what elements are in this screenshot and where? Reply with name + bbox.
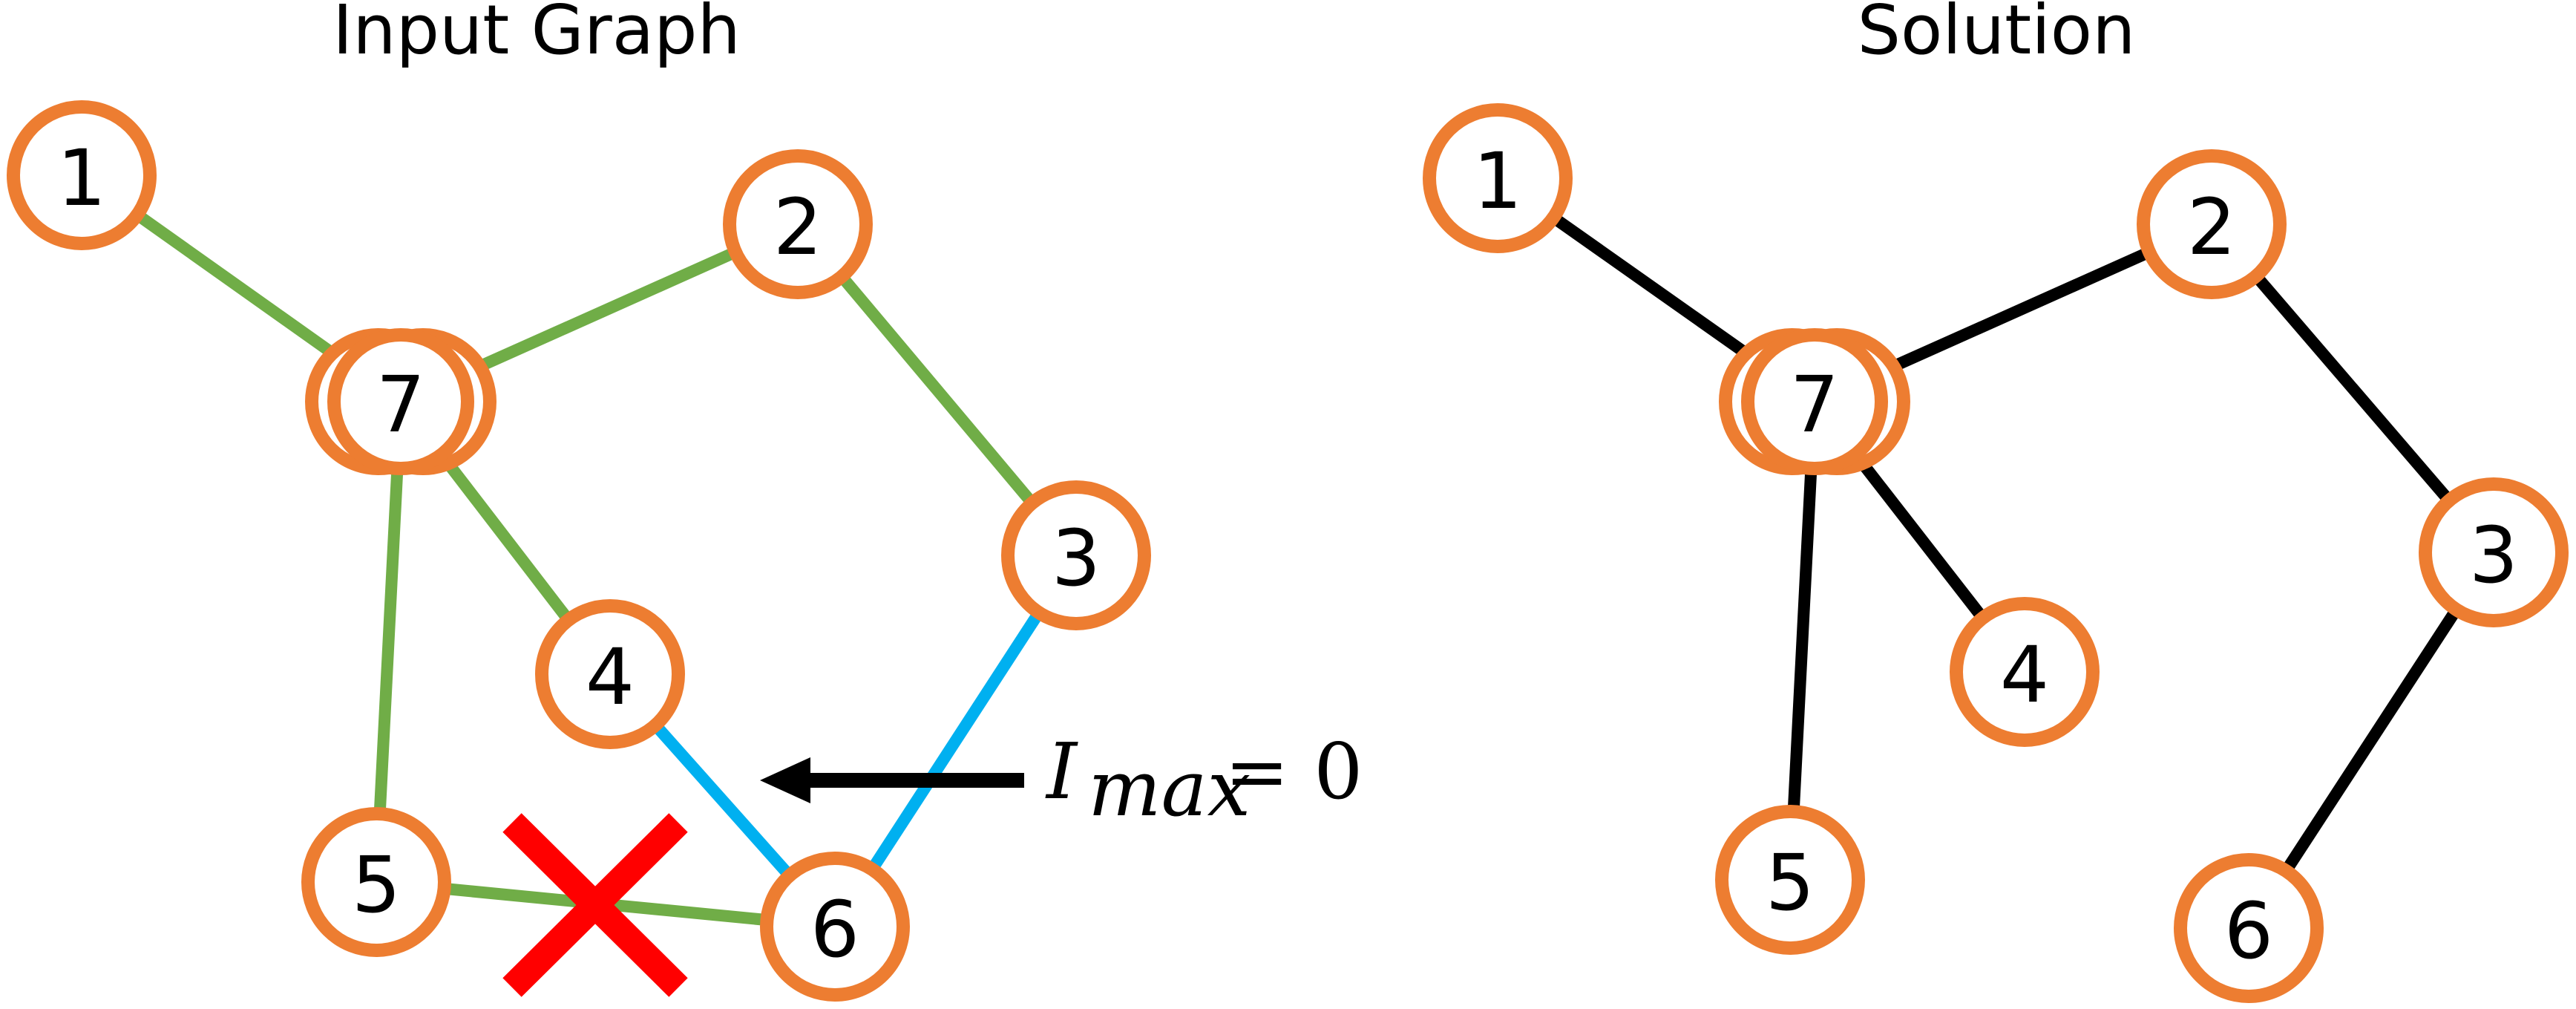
- solution-node-6-label: 6: [2224, 886, 2273, 976]
- solution-edges: [1494, 173, 2499, 932]
- imax-annotation: I max = 0: [760, 726, 1363, 834]
- input-graph-nodes: 1 2 3 4 5 6 7: [7, 100, 1151, 1002]
- solution-node-4-label: 4: [2000, 630, 2049, 720]
- input-node-7: 7: [305, 328, 496, 475]
- input-node-6-circle: [760, 852, 910, 1002]
- solution-node-4: 4: [1950, 597, 2100, 747]
- solution-node-2-circle: [2137, 149, 2287, 299]
- input-graph-title: Input Graph: [332, 0, 741, 70]
- input-node-4-label: 4: [586, 632, 635, 722]
- solution-node-5-circle: [1715, 805, 1865, 955]
- input-node-1: 1: [7, 100, 157, 250]
- imax-relation: = 0: [1225, 726, 1363, 817]
- solution-title: Solution: [1858, 0, 2136, 70]
- input-node-7-ring: [327, 328, 474, 475]
- input-edge-7-5: [370, 401, 407, 883]
- input-node-5-circle: [301, 807, 451, 957]
- arrow-head-icon: [760, 757, 810, 803]
- input-node-3-circle: [1001, 480, 1151, 630]
- input-node-2: 2: [723, 149, 873, 299]
- solution-node-6-circle: [2174, 853, 2324, 1003]
- solution-node-1-label: 1: [1473, 136, 1522, 226]
- solution-node-6: 6: [2174, 853, 2324, 1003]
- input-node-6-label: 6: [810, 884, 859, 975]
- solution-node-1: 1: [1423, 103, 1573, 253]
- input-node-5-label: 5: [352, 840, 401, 930]
- input-node-7-label: 7: [376, 359, 425, 450]
- solution-node-2: 2: [2137, 149, 2287, 299]
- input-node-2-circle: [723, 149, 873, 299]
- solution-node-3-circle: [2419, 477, 2569, 627]
- input-node-3: 3: [1001, 480, 1151, 630]
- input-node-1-circle: [7, 100, 157, 250]
- imax-symbol: I: [1045, 726, 1078, 817]
- input-node-4: 4: [535, 599, 685, 749]
- solution-node-5-label: 5: [1766, 837, 1815, 928]
- solution-node-7: 7: [1719, 328, 1910, 475]
- input-node-3-label: 3: [1052, 513, 1101, 604]
- input-graph-edges: [78, 170, 1081, 933]
- input-node-4-circle: [535, 599, 685, 749]
- solution-edge-7-5: [1784, 401, 1820, 881]
- solution-node-1-circle: [1423, 103, 1573, 253]
- solution-nodes: 1 2 3 4 5 6 7: [1423, 103, 2569, 1003]
- removed-edge-cross-icon: [502, 813, 688, 997]
- solution-node-2-label: 2: [2187, 182, 2236, 272]
- input-node-2-label: 2: [773, 182, 822, 272]
- solution-node-3-label: 3: [2469, 510, 2518, 601]
- input-node-6: 6: [760, 852, 910, 1002]
- solution-node-4-circle: [1950, 597, 2100, 747]
- input-node-1-label: 1: [57, 133, 106, 223]
- solution-node-7-label: 7: [1790, 359, 1839, 450]
- input-node-5: 5: [301, 807, 451, 957]
- solution-node-3: 3: [2419, 477, 2569, 627]
- solution-node-7-ring: [1741, 328, 1888, 475]
- solution-node-5: 5: [1715, 805, 1865, 955]
- imax-subscript: max: [1088, 743, 1251, 834]
